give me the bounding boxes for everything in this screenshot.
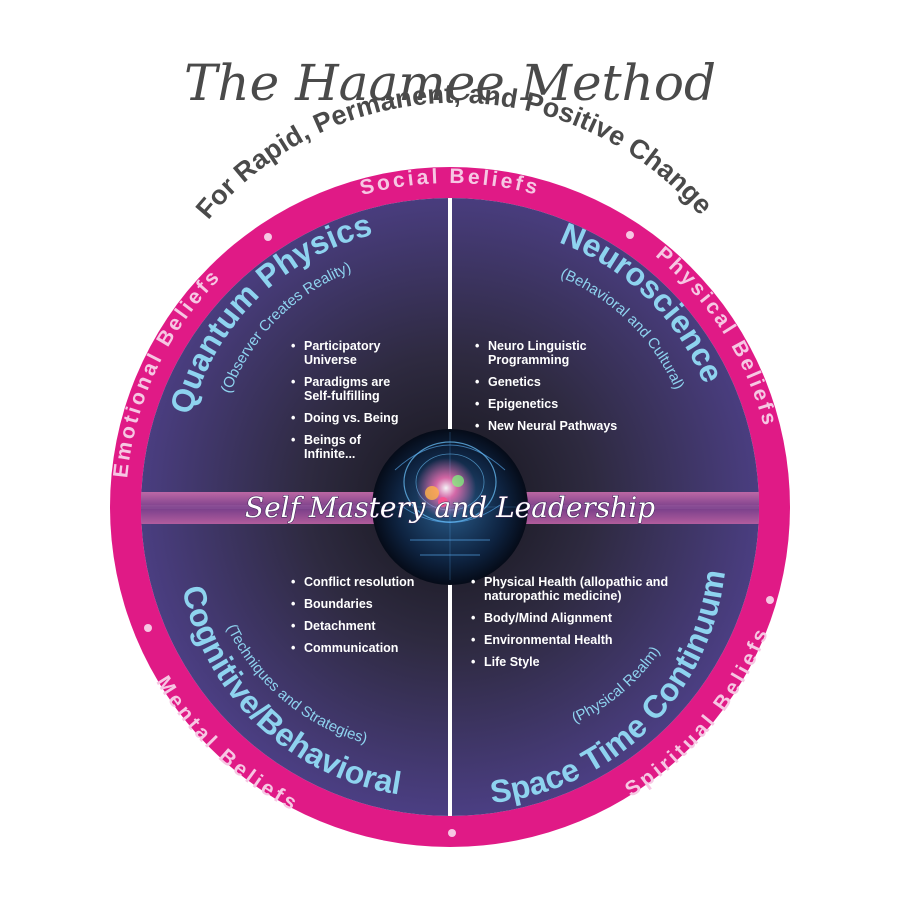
list-item: Epigenetics: [474, 397, 644, 411]
list-item: Boundaries: [290, 597, 440, 611]
list-quantum-physics: Participatory Universe Paradigms are Sel…: [290, 339, 408, 469]
list-item: Participatory Universe: [290, 339, 408, 367]
list-item: Environmental Health: [470, 633, 670, 647]
list-item: Communication: [290, 641, 440, 655]
list-item: Paradigms are Self-fulfilling: [290, 375, 408, 403]
list-item: Neuro Linguistic Programming: [474, 339, 644, 367]
list-item: Beings of Infinite...: [290, 433, 408, 461]
list-item: Detachment: [290, 619, 440, 633]
list-item: Genetics: [474, 375, 644, 389]
list-item: Physical Health (allopathic and naturopa…: [470, 575, 670, 603]
list-space-time: Physical Health (allopathic and naturopa…: [470, 575, 670, 677]
list-cognitive-behavioral: Conflict resolution Boundaries Detachmen…: [290, 575, 440, 663]
list-item: Conflict resolution: [290, 575, 440, 589]
center-banner-text: Self Mastery and Leadership: [245, 491, 655, 524]
ring-dots: [144, 231, 774, 837]
brain-image: [372, 429, 528, 585]
list-item: Doing vs. Being: [290, 411, 408, 425]
list-item: Body/Mind Alignment: [470, 611, 670, 625]
list-neuroscience: Neuro Linguistic Programming Genetics Ep…: [474, 339, 644, 441]
list-item: Life Style: [470, 655, 670, 669]
list-item: New Neural Pathways: [474, 419, 644, 433]
diagram-title: The Haamee Method: [184, 54, 716, 112]
